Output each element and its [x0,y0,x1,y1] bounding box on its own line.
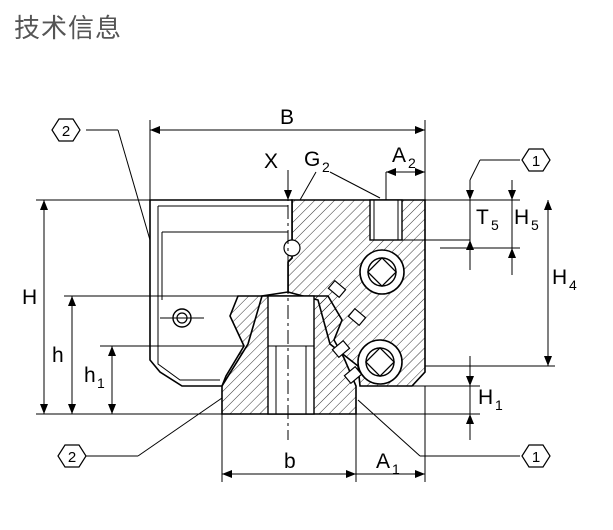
svg-text:2: 2 [322,159,330,175]
carriage-thread-hole [369,199,403,241]
svg-text:1: 1 [532,153,540,170]
callout-top-right: 1 [521,148,551,172]
label-H1: H [478,386,493,409]
svg-text:1: 1 [392,461,400,477]
ball-lower [357,339,403,385]
svg-text:1: 1 [495,397,503,413]
svg-text:2: 2 [68,449,76,466]
label-H4: H [552,266,567,289]
ball-upper [359,249,405,295]
label-A1: A [376,450,390,473]
label-B: B [280,106,294,129]
svg-text:5: 5 [531,217,539,233]
svg-text:1: 1 [97,375,105,391]
svg-text:1: 1 [532,449,540,466]
label-X: X [264,150,278,173]
svg-text:4: 4 [569,277,577,293]
label-H5: H [514,206,529,229]
label-b: b [284,450,296,473]
svg-text:5: 5 [491,217,499,233]
label-A2: A [392,144,406,167]
svg-text:2: 2 [408,155,416,171]
page-title: 技术信息 [14,14,123,44]
callout-top-left: 2 [51,118,81,142]
label-T5: T [476,206,489,229]
callout-bottom-right: 1 [521,444,551,468]
label-h1: h [84,364,96,387]
label-G2: G [304,148,320,171]
label-H: H [22,286,37,309]
label-h: h [52,344,64,367]
callout-bottom-left: 2 [57,444,87,468]
rail-bolt-hole [267,295,315,415]
svg-text:2: 2 [62,123,70,140]
